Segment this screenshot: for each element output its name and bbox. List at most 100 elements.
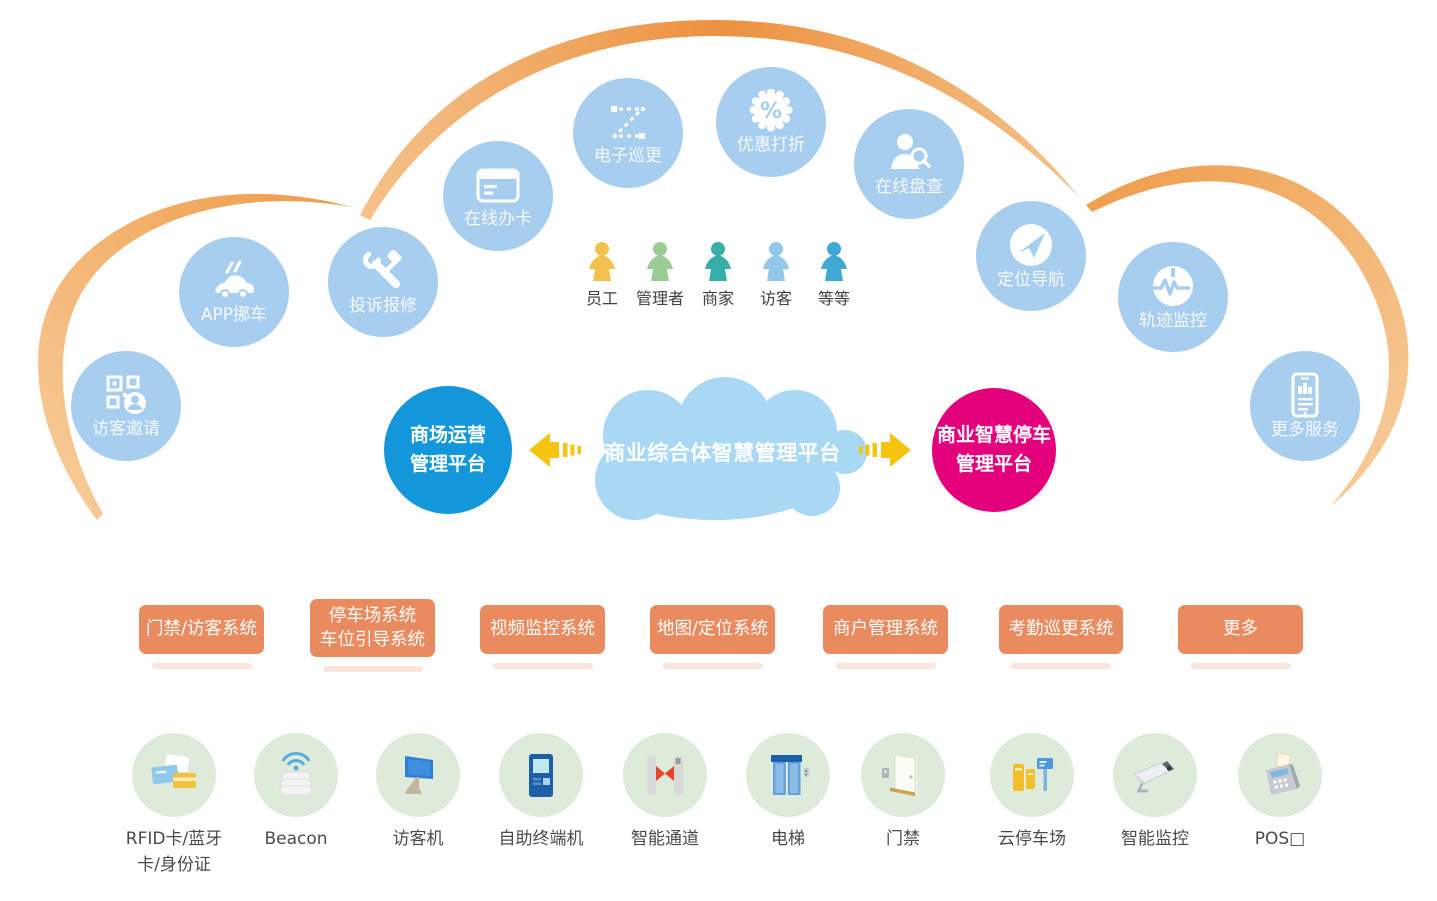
device-smart-cctv: 智能监控 — [1093, 733, 1217, 852]
device-label: Beacon — [264, 829, 328, 849]
person-search-icon — [891, 134, 931, 170]
waveform-icon — [1152, 266, 1193, 307]
service-label: 在线办卡 — [464, 209, 532, 230]
parking-kiosk-icon — [1013, 758, 1053, 791]
cloud-shape — [595, 377, 867, 520]
arc-center — [360, 20, 1080, 220]
device-circle — [132, 733, 216, 817]
gate-icon — [647, 756, 683, 795]
arrow-right-icon — [859, 433, 911, 467]
platform-line1: 商场运营 — [409, 423, 486, 446]
kiosk-icon — [529, 754, 553, 797]
platform-line1: 商业智慧停车 — [936, 423, 1051, 446]
user-merchant: 商家 — [689, 241, 747, 309]
pos-icon — [1266, 752, 1300, 795]
service-circle-visitor-invite: 访客邀请 — [71, 351, 181, 461]
device-circle — [746, 733, 830, 817]
device-beacon: Beacon — [234, 733, 358, 852]
user-manager: 管理者 — [631, 241, 689, 309]
user-label: 访客 — [759, 289, 792, 308]
user-label: 商家 — [701, 289, 734, 308]
mall-operation-platform: 商场运营 管理平台 — [384, 386, 512, 514]
device-label: 云停车场 — [998, 829, 1066, 849]
device-pos: POS□ — [1218, 733, 1342, 852]
service-label: 定位导航 — [997, 270, 1065, 291]
arc-right — [1086, 165, 1409, 508]
device-label: 自助终端机 — [498, 829, 584, 849]
service-circle-discount: % 优惠打折 — [716, 67, 826, 177]
person-icon — [647, 242, 673, 281]
service-circle-e-patrol: 电子巡更 — [573, 78, 683, 188]
user-visitor: 访客 — [747, 241, 805, 309]
device-label: 智能通道 — [631, 829, 699, 849]
device-visitor-machine: 访客机 — [356, 733, 480, 852]
device-cloud-parking: 云停车场 — [970, 733, 1094, 852]
service-label: 访客邀请 — [92, 419, 160, 440]
device-label: RFID卡/蓝牙 卡/身份证 — [126, 826, 222, 879]
service-circle-more-services: 更多服务 — [1250, 351, 1360, 461]
cloud-platform-title: 商业综合体智慧管理平台 — [604, 441, 841, 465]
elevator-icon — [771, 755, 809, 795]
service-circle-app-move-car: APP挪车 — [179, 237, 289, 347]
device-label: 门禁 — [886, 829, 920, 849]
service-label: 投诉报修 — [349, 296, 417, 317]
system-label: 商户管理系统 — [833, 619, 938, 640]
device-label: POS□ — [1254, 829, 1306, 849]
user-label: 员工 — [585, 289, 618, 308]
arrow-left-icon — [529, 433, 581, 467]
service-label: 优惠打折 — [737, 135, 805, 156]
device-circle — [1238, 733, 1322, 817]
system-box-parking-guidance: 停车场系统 车位引导系统 — [310, 599, 435, 672]
system-label: 更多 — [1223, 619, 1258, 640]
door-icon — [882, 754, 918, 797]
device-rfid-cards: RFID卡/蓝牙 卡/身份证 — [112, 733, 236, 879]
device-label-line2: 卡/身份证 — [137, 855, 211, 876]
device-label: 电梯 — [771, 829, 805, 849]
person-icon — [705, 242, 731, 281]
visitor-machine-icon — [405, 756, 433, 794]
device-circle — [990, 733, 1074, 817]
device-circle — [1113, 733, 1197, 817]
card-icon — [476, 168, 520, 203]
user-etc: 等等 — [805, 241, 863, 309]
device-label-line1: RFID卡/蓝牙 — [125, 829, 223, 849]
user-employee: 员工 — [573, 241, 631, 309]
system-label: 停车场系统 — [328, 605, 417, 626]
system-box-more: 更多 — [1178, 605, 1303, 669]
service-label: 轨迹监控 — [1139, 311, 1207, 332]
device-smart-gate: 智能通道 — [603, 733, 727, 852]
service-circle-online-card: 在线办卡 — [443, 141, 553, 251]
device-door-access: 门禁 — [841, 733, 965, 852]
system-box-attendance-patrol: 考勤巡更系统 — [999, 605, 1123, 669]
cctv-icon — [1133, 761, 1174, 793]
device-circle — [376, 733, 460, 817]
service-label: 在线盘查 — [875, 177, 943, 198]
system-label-line2: 车位引导系统 — [320, 630, 425, 650]
service-circle-navigation: 定位导航 — [976, 201, 1086, 311]
user-label: 等等 — [817, 289, 850, 308]
service-label: 更多服务 — [1271, 420, 1339, 441]
device-circle — [623, 733, 707, 817]
system-label: 视频监控系统 — [490, 619, 595, 640]
patrol-route-icon — [611, 106, 646, 140]
rfid-cards-icon — [151, 753, 196, 788]
system-box-map-positioning: 地图/定位系统 — [650, 605, 775, 669]
platform-line2: 管理平台 — [409, 453, 486, 475]
percent-glyph: % — [760, 99, 782, 124]
service-circle-complaint-repair: 投诉报修 — [328, 227, 438, 337]
device-circle — [254, 733, 338, 817]
smart-parking-platform: 商业智慧停车 管理平台 — [932, 388, 1056, 512]
user-label: 管理者 — [635, 289, 684, 308]
device-circle — [861, 733, 945, 817]
system-label: 门禁/访客系统 — [146, 619, 257, 640]
system-box-merchant-management: 商户管理系统 — [823, 605, 948, 669]
platform-line2: 管理平台 — [955, 453, 1032, 475]
device-self-service-kiosk: 自助终端机 — [479, 733, 603, 852]
system-label: 地图/定位系统 — [657, 619, 768, 640]
device-circle — [499, 733, 583, 817]
beacon-icon — [279, 752, 313, 796]
device-label: 智能监控 — [1121, 829, 1189, 849]
car-icon — [215, 260, 254, 300]
